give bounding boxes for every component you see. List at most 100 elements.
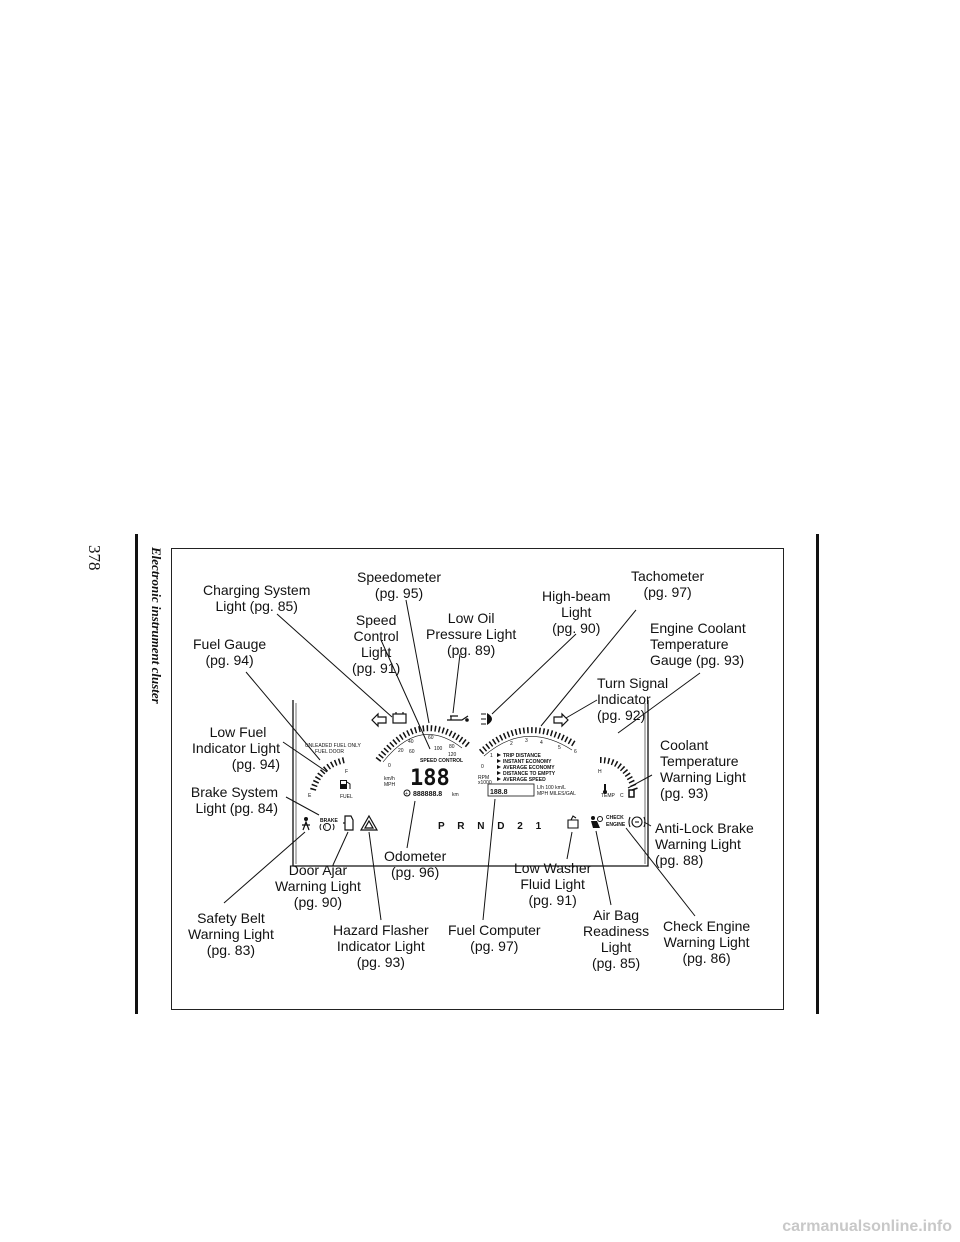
svg-text:x1000: x1000 <box>478 780 492 786</box>
left-rule <box>135 534 138 1014</box>
air-bag-icon <box>591 816 603 828</box>
svg-text:80: 80 <box>449 744 455 750</box>
turn-signal-right-icon <box>553 712 569 728</box>
svg-text:1: 1 <box>490 753 493 759</box>
fuel-computer-menu-item: AVERAGE ECONOMY <box>503 765 555 771</box>
svg-text:40: 40 <box>408 739 414 745</box>
mph-label: MPH <box>384 782 396 788</box>
svg-text:0: 0 <box>388 763 391 769</box>
svg-text:!: ! <box>325 825 326 831</box>
svg-text:5: 5 <box>558 745 561 751</box>
fuel-computer-menu-item: AVERAGE SPEED <box>503 777 546 783</box>
svg-text:4: 4 <box>540 740 543 746</box>
temp-c-label: C <box>620 793 624 799</box>
coolant-thermometer-icon <box>603 784 607 794</box>
menu-arrow-icon <box>497 777 501 781</box>
callout-odometer: Odometer(pg. 96) <box>384 848 447 880</box>
hazard-flasher-icon <box>359 814 379 831</box>
cluster-bezel <box>292 700 649 867</box>
odometer-readout: 888888.8 <box>413 791 442 798</box>
speed-control-label: SPEED CONTROL <box>420 758 463 764</box>
safety-belt-icon <box>302 817 310 831</box>
check-engine-line-2: ENGINE <box>606 822 626 828</box>
svg-text:3: 3 <box>525 738 528 744</box>
gear-selector: P R N D 2 1 <box>438 821 546 832</box>
menu-arrow-icon <box>497 765 501 769</box>
callout-tachometer: Tachometer(pg. 97) <box>631 568 705 600</box>
turn-signal-left-icon <box>371 712 387 728</box>
temp-h-label: H <box>598 769 602 775</box>
low-oil-can-icon <box>447 715 469 722</box>
fuel-computer-menu-item: INSTANT ECONOMY <box>503 759 552 765</box>
odometer-display: + 888888.8 km <box>403 789 459 798</box>
fuel-computer-menu-item: DISTANCE TO EMPTY <box>503 771 556 777</box>
figure-frame <box>171 548 784 1010</box>
fuel-notice-1: UNLEADED FUEL ONLY <box>305 743 362 749</box>
fuel-computer-units-1: L/h 100 km/L <box>537 785 566 791</box>
svg-text:60: 60 <box>409 749 415 755</box>
brake-system-icon: BRAKE ! <box>319 818 338 831</box>
svg-text:F: F <box>345 769 348 775</box>
leader-lines <box>223 599 701 921</box>
footer-watermark: carmanualsonline.info <box>782 1218 952 1235</box>
svg-text:120: 120 <box>448 752 457 758</box>
fuel-computer-readout: 188.8 <box>490 789 508 796</box>
svg-text:6: 6 <box>574 749 577 755</box>
right-rule <box>816 534 819 1014</box>
low-washer-fluid-icon <box>567 815 579 829</box>
callout-fuel-gauge: Fuel Gauge(pg. 94) <box>193 636 267 668</box>
speed-readout: 188 <box>410 766 450 791</box>
fuel-computer-units-2: MPH MILES/GAL <box>537 791 576 797</box>
svg-text:60: 60 <box>428 735 434 741</box>
high-beam-icon <box>481 713 492 725</box>
callout-fuel-computer: Fuel Computer(pg. 97) <box>448 922 541 954</box>
svg-text:RPM: RPM <box>478 775 489 781</box>
menu-arrow-icon <box>497 771 501 775</box>
check-engine-line-1: CHECK <box>606 815 624 821</box>
fuel-pump-icon <box>340 780 351 789</box>
fuel-computer-menu-item: TRIP DISTANCE <box>503 753 542 759</box>
fuel-notice-2: FUEL DOOR <box>315 749 344 755</box>
kmh-label: km/h <box>384 776 395 782</box>
coolant-temperature-gauge: H TEMP C <box>598 757 638 799</box>
fuel-label: FUEL <box>340 794 353 800</box>
temp-label: TEMP <box>601 793 616 799</box>
menu-arrow-icon <box>497 759 501 763</box>
svg-text:+: + <box>405 791 408 797</box>
svg-text:2: 2 <box>510 741 513 747</box>
door-ajar-icon <box>343 815 354 831</box>
fuel-gauge: UNLEADED FUEL ONLY FUEL DOOR E F FUEL <box>305 743 362 800</box>
check-engine-icon: CHECK ENGINE <box>606 815 626 828</box>
svg-text:20: 20 <box>398 748 404 754</box>
fuel-computer-display: 188.8 L/h 100 km/L MPH MILES/GAL <box>487 783 576 797</box>
menu-arrow-icon <box>497 753 501 757</box>
callout-speedometer: Speedometer(pg. 95) <box>357 569 442 601</box>
svg-text:0: 0 <box>481 764 484 770</box>
anti-lock-brake-icon <box>628 816 646 828</box>
brake-label: BRAKE <box>320 818 338 824</box>
svg-text:100: 100 <box>434 746 443 752</box>
odometer-unit: km <box>452 792 459 798</box>
charging-battery-icon <box>392 712 407 724</box>
svg-text:E: E <box>308 793 312 799</box>
